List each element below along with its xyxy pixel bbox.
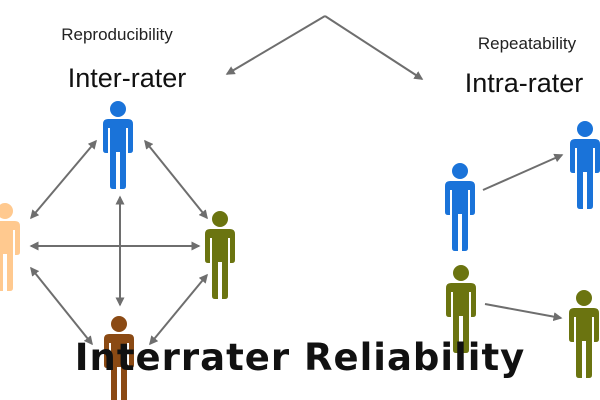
person-icon	[0, 203, 20, 291]
arrow-left-bottom	[30, 266, 93, 346]
intra-category-label: Repeatability	[478, 34, 577, 53]
arrow-to-inter-rater	[225, 15, 326, 75]
caption-title: Interrater Reliability	[74, 336, 526, 379]
arrow-top-right	[144, 139, 208, 220]
arrow-top-left	[30, 139, 97, 220]
arrow-right-bottom	[149, 273, 208, 346]
intra-rater-arrows	[482, 153, 564, 322]
person-icon	[570, 121, 600, 209]
person-icon	[205, 211, 235, 299]
arrow-intra-olive	[484, 303, 563, 322]
arrow-intra-blue	[482, 153, 564, 191]
inter-rater-arrows	[29, 139, 208, 346]
category-split-arrows	[225, 15, 424, 80]
arrow-to-intra-rater	[324, 15, 424, 80]
intra-rater-title: Intra-rater	[465, 68, 584, 98]
person-icon	[445, 163, 475, 251]
inter-rater-title: Inter-rater	[68, 63, 187, 93]
person-icon	[103, 101, 133, 189]
inter-category-label: Reproducibility	[61, 25, 173, 44]
